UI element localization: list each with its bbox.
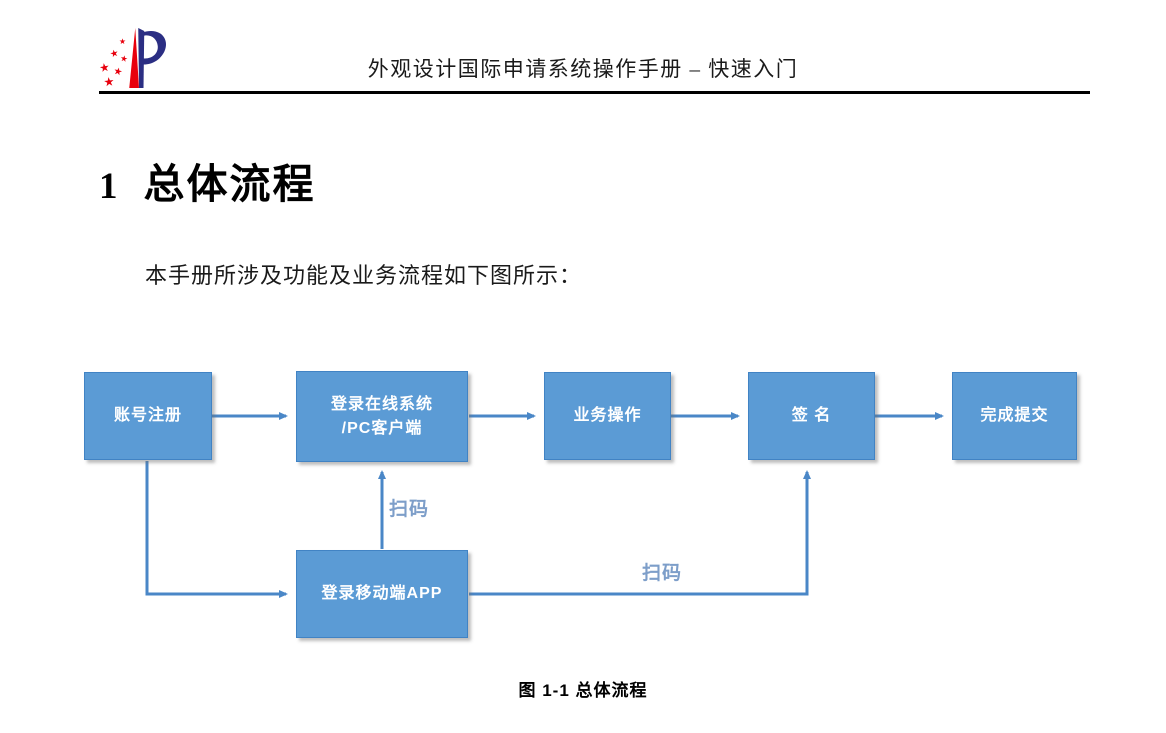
flow-node-login-app-label: 登录移动端APP — [321, 585, 443, 602]
flow-node-sign-label: 签 名 — [791, 407, 832, 424]
flowchart-figure: 账号注册 登录在线系统 /PC客户端 业务操作 签 名 完成提交 登录移动端AP… — [0, 360, 1166, 660]
flow-node-register-label: 账号注册 — [113, 407, 182, 424]
flow-node-login-pc-label: 登录在线系统 /PC客户端 — [331, 393, 433, 441]
flow-node-login-pc-line2: /PC客户端 — [341, 419, 423, 437]
flow-node-operate: 业务操作 — [544, 372, 671, 460]
logo-svg — [99, 28, 167, 88]
header-title: 外观设计国际申请系统操作手册 – 快速入门 — [367, 57, 799, 81]
logo-stars — [99, 38, 128, 87]
flow-node-register: 账号注册 — [84, 372, 212, 460]
logo-p-mark — [129, 28, 167, 88]
section-heading: 1 总体流程 — [99, 150, 316, 210]
flow-node-login-pc-line1: 登录在线系统 — [330, 395, 433, 413]
arrow-register-to-app — [145, 461, 288, 598]
flow-node-submit: 完成提交 — [952, 372, 1077, 460]
flowchart-arrows — [145, 412, 944, 598]
flow-node-login-app: 登录移动端APP — [296, 550, 468, 638]
section-title: 总体流程 — [143, 161, 316, 207]
section-number: 1 — [99, 166, 118, 207]
flow-node-submit-label: 完成提交 — [980, 407, 1049, 424]
figure-caption: 图 1-1 总体流程 — [518, 681, 648, 700]
arrow-app-to-sign — [469, 470, 811, 596]
flow-node-sign: 签 名 — [748, 372, 875, 460]
intro-text: 本手册所涉及功能及业务流程如下图所示： — [145, 263, 583, 288]
flow-node-operate-label: 业务操作 — [573, 407, 642, 424]
edge-label-scan-to-sign: 扫码 — [642, 563, 683, 584]
edge-label-scan-to-pc: 扫码 — [389, 499, 430, 520]
cnipa-patent-logo-icon — [93, 25, 173, 91]
flow-node-login-pc: 登录在线系统 /PC客户端 — [296, 371, 468, 462]
header-rule — [99, 91, 1090, 94]
